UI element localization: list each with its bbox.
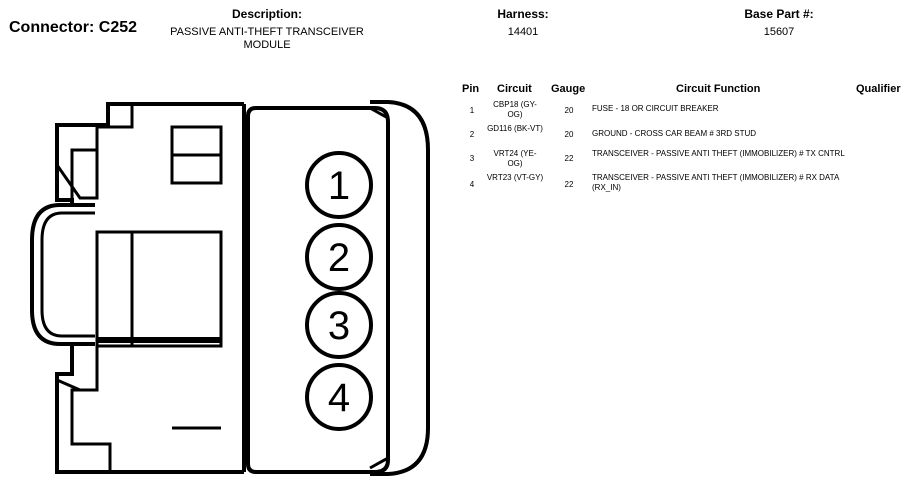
connector-housing-outline: [55, 102, 244, 474]
gauge-cell: 22: [564, 180, 574, 189]
function-cell: TRANSCEIVER - PASSIVE ANTI THEFT (IMMOBI…: [592, 173, 839, 192]
column-header-gauge: Gauge: [551, 83, 586, 95]
circuit-cell: VRT23 (VT-GY): [486, 173, 544, 182]
function-cell: GROUND - CROSS CAR BEAM # 3RD STUD: [592, 129, 757, 138]
gauge-cell: 20: [564, 106, 574, 115]
function-cell: TRANSCEIVER - PASSIVE ANTI THEFT (IMMOBI…: [592, 149, 845, 158]
connector-title: Connector: C252: [9, 19, 138, 36]
circuit-cell: VRT24 (YE-OG): [493, 149, 537, 168]
harness-label: Harness:: [497, 7, 549, 21]
housing-inner-step-top: [70, 102, 134, 200]
pin-label-2: 2: [328, 236, 350, 280]
pin-label-1: 1: [328, 164, 350, 208]
description-value: PASSIVE ANTI-THEFT TRANSCEIVER MODULE: [170, 26, 364, 51]
pin-label-3: 3: [328, 304, 350, 348]
pin-cell: 3: [469, 154, 475, 163]
center-window: [95, 230, 223, 348]
right-cap: [370, 100, 430, 476]
pin-cell: 2: [469, 130, 475, 139]
pin-circle-2: [305, 223, 373, 291]
column-header-pin: Pin: [462, 83, 480, 95]
harness-value: 14401: [507, 26, 539, 38]
left-latch-round: [30, 203, 95, 346]
left-latch-inner: [40, 211, 95, 338]
latch-diagonal-bottom: [56, 378, 81, 392]
gauge-cell: 22: [564, 154, 574, 163]
pin-circle-1: [305, 151, 373, 219]
base-part-label: Base Part #:: [744, 7, 814, 21]
housing-inner-step-bottom: [70, 344, 112, 472]
pin-circle-4: [305, 363, 373, 431]
circuit-cell: CBP18 (GY-OG): [493, 100, 537, 119]
latch-diagonal-top: [55, 150, 99, 200]
description-label: Description:: [231, 7, 302, 21]
pin-cell: 1: [469, 106, 475, 115]
function-cell: FUSE - 18 OR CIRCUIT BREAKER: [592, 104, 719, 113]
gauge-cell: 20: [564, 130, 574, 139]
circuit-cell: GD116 (BK-VT): [487, 124, 543, 133]
pin-label-4: 4: [328, 376, 350, 420]
column-header-circuit-function: Circuit Function: [676, 83, 761, 95]
column-header-qualifier: Qualifier: [856, 83, 901, 95]
pin-cell: 4: [469, 180, 475, 189]
base-part-value: 15607: [763, 26, 795, 38]
column-header-circuit: Circuit: [497, 83, 532, 95]
pin-circle-3: [305, 291, 373, 359]
